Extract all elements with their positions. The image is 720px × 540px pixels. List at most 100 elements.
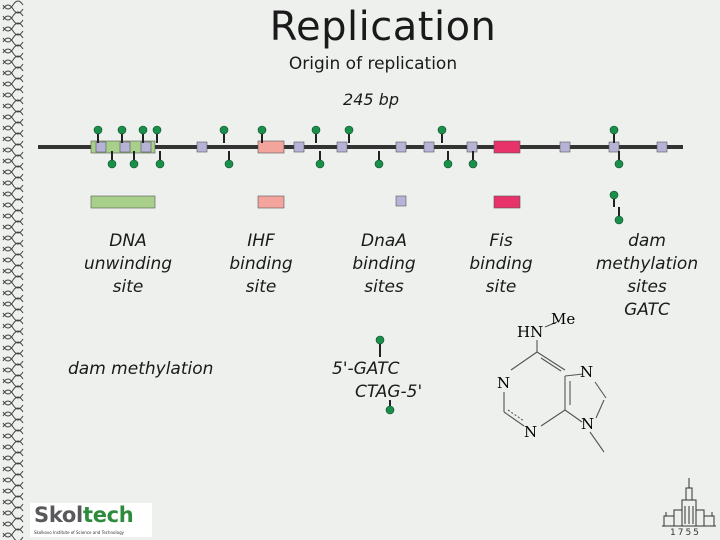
border-swirl [2,484,24,494]
legend-line: site [112,277,144,297]
border-swirl [2,242,24,252]
legend-dam-marker [609,190,619,200]
gatc-marker [129,159,139,169]
gatc-marker [437,125,447,135]
border-swirl [2,429,24,439]
border-swirl [2,473,24,483]
border-swirl [2,418,24,428]
dam-methylation-caption: dam methylation [68,359,214,379]
atom-n1: N [497,374,510,392]
border-swirl [2,330,24,340]
atom-hn: HN [517,323,543,341]
border-swirl [2,253,24,263]
border-swirl [2,517,24,527]
origin-map [38,125,683,169]
border-swirl [2,33,24,43]
border-swirl [2,363,24,373]
atom-n7: N [580,363,593,381]
gatc-marker [374,159,384,169]
gatc-marker [468,159,478,169]
ihf-site-box [257,140,285,154]
dnaa-site-box [140,141,152,153]
dnaa-site-box [608,141,620,153]
gatc-marker [152,125,162,135]
legend-line: binding [469,254,533,274]
dnaa-site-box [95,141,107,153]
border-swirl [2,132,24,142]
border-swirl [2,55,24,65]
gatc-marker [311,125,321,135]
year-label: 1755 [670,528,701,538]
border-swirl [2,209,24,219]
top-methyl-marker [375,335,385,345]
gatc-marker [155,159,165,169]
border-swirl [2,143,24,153]
legend-label-fis: Fis binding site [460,230,542,299]
border-swirl [2,88,24,98]
gatc-marker [138,125,148,135]
border-swirl [2,407,24,417]
legend-unwinding-swatch [90,195,156,209]
gatc-marker [344,125,354,135]
gatc-marker [219,125,229,135]
border-swirl [2,77,24,87]
dnaa-site-box [656,141,668,153]
legend-line: sites [364,277,404,297]
border-swirl [2,451,24,461]
border-swirl [2,495,24,505]
legend-label-dam: dam methylation sites GATC [588,230,706,322]
border-swirl [2,154,24,164]
border-swirl [2,198,24,208]
border-swirl [2,286,24,296]
atom-n9: N [581,415,594,433]
border-swirl [2,352,24,362]
border-swirl [2,385,24,395]
border-swirl [2,121,24,131]
university-building-icon [662,478,716,527]
border-swirl [2,44,24,54]
decorative-border [2,0,24,540]
dnaa-site-box [466,141,478,153]
border-swirl [2,264,24,274]
legend-line: binding [352,254,416,274]
border-swirl [2,275,24,285]
legend-line: dam [628,231,666,251]
border-swirl [2,506,24,516]
slide-title: Replication [269,4,497,50]
dnaa-site-box [395,141,407,153]
dnaa-site-box [423,141,435,153]
border-swirl [2,396,24,406]
fis-site-box [493,140,521,154]
legend-symbols [90,190,624,415]
legend-line: sites [627,277,667,297]
gatc-marker [315,159,325,169]
methyladenine-structure: HN Me N N N N [497,310,607,453]
legend-line: IHF [247,231,275,251]
legend-dnaa-swatch [395,195,407,207]
slide-subtitle: Origin of replication [288,54,458,74]
legend-ihf-swatch [257,195,285,209]
border-swirl [2,297,24,307]
molecule-bonds [503,321,607,453]
bottom-methyl-marker [385,405,395,415]
legend-line: site [485,277,517,297]
atom-n3: N [524,423,537,441]
legend-fis-swatch [493,195,521,209]
bottom-strand-sequence: CTAG-5' [355,382,423,402]
gatc-marker [257,125,267,135]
border-swirl [2,220,24,230]
logo-part-tech: tech [82,503,134,527]
gatc-marker [443,159,453,169]
border-swirl [2,22,24,32]
legend-line: binding [229,254,293,274]
border-swirl [2,440,24,450]
dnaa-site-box [336,141,348,153]
skoltech-logo: Skoltech Skolkovo Institute of Science a… [30,503,152,537]
border-swirl [2,110,24,120]
legend-dam-marker [614,215,624,225]
border-swirl [2,99,24,109]
dnaa-site-box [293,141,305,153]
border-swirl [2,462,24,472]
top-strand-sequence: 5'-GATC [332,359,400,379]
legend-line: DNA [109,231,147,251]
